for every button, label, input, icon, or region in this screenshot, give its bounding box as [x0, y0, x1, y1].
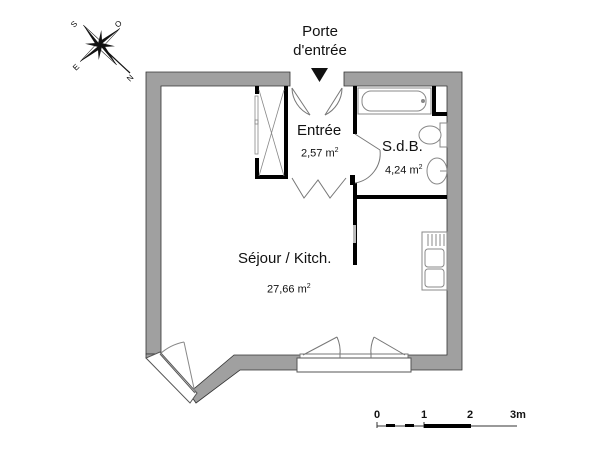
- bathroom-door: [354, 133, 381, 184]
- toilet: [418, 122, 448, 148]
- room-name-sejour: Séjour / Kitch.: [238, 250, 332, 267]
- living-partition: [353, 243, 357, 265]
- room-area-sejour: 27,66 m2: [267, 283, 311, 296]
- scale-bar: [376, 422, 517, 428]
- bay-window: [145, 341, 198, 404]
- entrance-label-line2: d'entrée: [293, 42, 347, 59]
- compass-label-west: O: [113, 19, 124, 30]
- bathtub: [357, 87, 432, 115]
- entrance-door: [291, 87, 343, 116]
- kitchen-sink: [421, 231, 448, 291]
- scale-tick-3: 3m: [510, 409, 526, 421]
- closet: [254, 89, 285, 177]
- room-area-sdb: 4,24 m2: [385, 164, 423, 177]
- scale-tick-1: 1: [421, 409, 428, 421]
- room-name-entree: Entrée: [297, 122, 342, 139]
- room-name-sdb: S.d.B.: [382, 138, 423, 155]
- washbasin: [426, 157, 448, 185]
- entry-bifold-door: [291, 177, 347, 199]
- room-area-entree: 2,57 m2: [301, 147, 339, 160]
- compass-rose-icon: [79, 24, 131, 74]
- entrance-label: Porte d'entrée: [289, 22, 351, 60]
- entrance-arrow-icon: [311, 68, 328, 82]
- french-window: [296, 336, 412, 373]
- interior-partitions: [255, 86, 447, 243]
- compass-label-south: S: [69, 19, 79, 29]
- entrance-label-line1: Porte: [302, 23, 338, 40]
- scale-tick-0: 0: [374, 409, 381, 421]
- scale-tick-2: 2: [467, 409, 474, 421]
- compass-label-east: E: [71, 62, 81, 72]
- compass-label-north: N: [125, 73, 136, 84]
